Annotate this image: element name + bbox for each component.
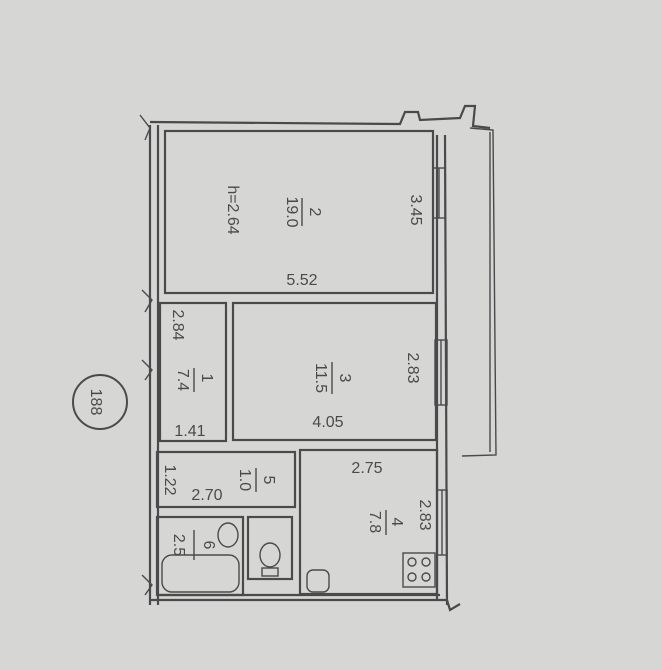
bathtub-icon — [161, 554, 240, 593]
room-1-area: 7.4 — [174, 369, 191, 391]
room-4-length: 2.75 — [351, 460, 382, 477]
room-5-length: 2.70 — [191, 487, 222, 504]
room-5-number: 5 — [260, 476, 277, 485]
room-3-area: 11.5 — [312, 363, 329, 393]
room-2-length: 5.52 — [286, 272, 317, 289]
wc-outline — [246, 515, 294, 581]
room-5-width: 1.22 — [161, 464, 178, 495]
wall-break-mark — [141, 574, 153, 596]
wall-break-mark — [141, 359, 153, 381]
stove-icon — [402, 552, 436, 588]
labels: h=2.64 2 19.0 3.45 5.52 2.84 1 7.4 1.41 … — [161, 185, 433, 560]
wall-break-mark — [139, 114, 151, 141]
room-6-area: 2.5 — [170, 534, 187, 556]
outer-wall-top — [149, 104, 491, 130]
balcony-outline — [461, 127, 497, 457]
room-2-number: 2 — [306, 208, 323, 217]
room-4-width: 2.83 — [416, 499, 433, 530]
toilet-tank-icon — [261, 567, 279, 577]
windows — [432, 167, 448, 556]
room-5-area: 1.0 — [236, 469, 253, 491]
room-1-outline — [158, 301, 228, 443]
plan-number: 188 — [87, 389, 104, 416]
room-1-width: 2.84 — [169, 309, 186, 340]
room-3-width: 2.83 — [404, 352, 421, 383]
plan-number-badge: 188 — [72, 374, 128, 430]
fixtures — [161, 522, 436, 593]
room-4-number: 4 — [388, 518, 405, 527]
washbasin-icon — [217, 522, 239, 548]
wall-break-mark — [141, 289, 153, 313]
room-3-number: 3 — [336, 374, 353, 383]
room-1-length: 1.41 — [174, 423, 205, 440]
room-6-number: 6 — [200, 541, 217, 550]
ceiling-height: h=2.64 — [224, 185, 241, 234]
room-1-number: 1 — [198, 374, 215, 383]
room-5-outline — [155, 450, 297, 509]
room-6-outline — [155, 515, 245, 597]
outer-wall-bottom — [150, 598, 461, 612]
room-2-width: 3.45 — [407, 194, 424, 225]
room-2-area: 19.0 — [283, 196, 300, 227]
room-3-length: 4.05 — [312, 414, 343, 431]
room-4-area: 7.8 — [366, 511, 383, 533]
toilet-icon — [259, 542, 281, 568]
room-3-outline — [231, 301, 438, 442]
kitchen-sink-icon — [306, 569, 330, 593]
